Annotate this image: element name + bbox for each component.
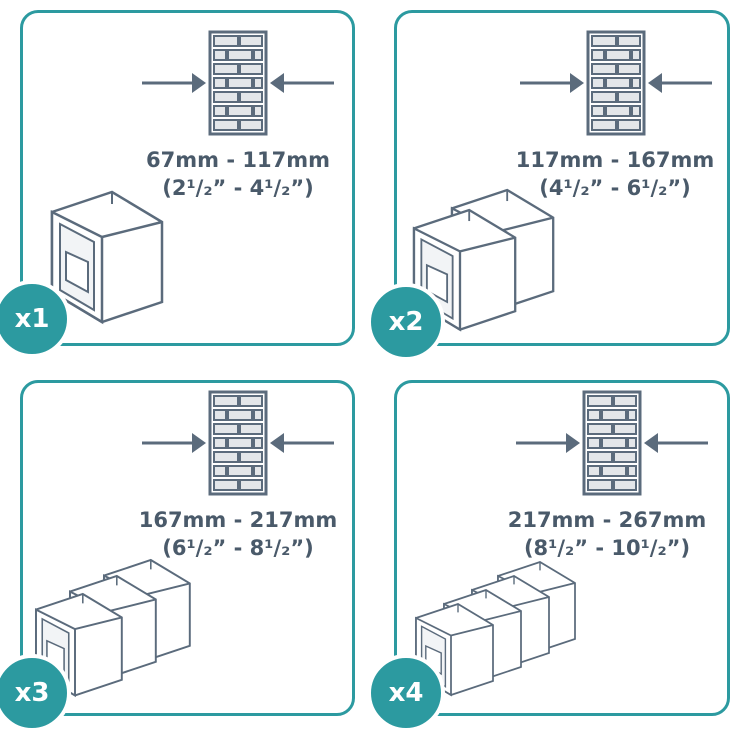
- range-mm: 117mm - 167mm: [515, 148, 715, 172]
- quantity-badge: x3: [0, 654, 71, 732]
- range-label-1: 67mm - 117mm (2¹/₂” - 4¹/₂”): [140, 146, 336, 202]
- range-mm: 67mm - 117mm: [146, 148, 330, 172]
- brick-wall-icon: [208, 390, 268, 496]
- sleeve-frame-icon: [50, 190, 164, 324]
- brick-wall-icon: [586, 30, 646, 136]
- range-inches: (4¹/₂” - 6¹/₂”): [539, 176, 691, 200]
- brick-wall-icon: [582, 390, 642, 496]
- quantity-badge: x4: [367, 654, 445, 732]
- range-label-3: 167mm - 217mm (6¹/₂” - 8¹/₂”): [132, 506, 344, 562]
- range-label-4: 217mm - 267mm (8¹/₂” - 10¹/₂”): [500, 506, 714, 562]
- range-label-2: 117mm - 167mm (4¹/₂” - 6¹/₂”): [508, 146, 722, 202]
- brick-wall-icon: [208, 30, 268, 136]
- range-mm: 167mm - 217mm: [138, 508, 338, 532]
- range-inches: (6¹/₂” - 8¹/₂”): [162, 536, 314, 560]
- range-mm: 217mm - 267mm: [507, 508, 707, 532]
- quantity-badge: x1: [0, 280, 71, 358]
- range-inches: (2¹/₂” - 4¹/₂”): [162, 176, 314, 200]
- quantity-badge: x2: [367, 283, 445, 361]
- range-inches: (8¹/₂” - 10¹/₂”): [523, 536, 691, 560]
